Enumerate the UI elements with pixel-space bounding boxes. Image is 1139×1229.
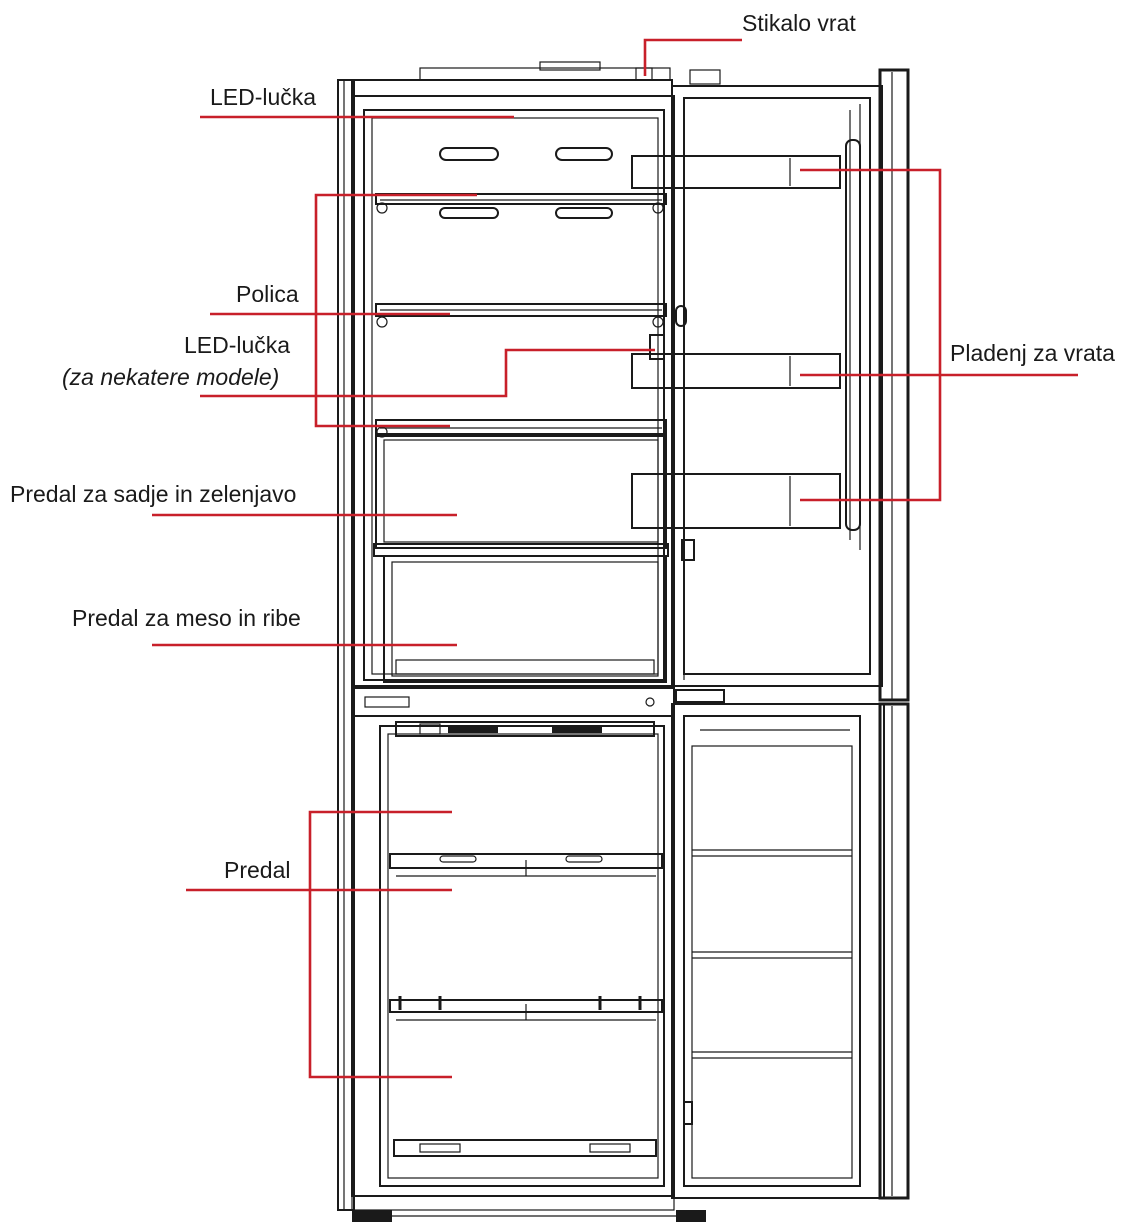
label-meat-drawer: Predal za meso in ribe — [72, 605, 301, 631]
label-crisper: Predal za sadje in zelenjavo — [10, 481, 296, 507]
label-led-mid-note: (za nekatere modele) — [62, 364, 279, 390]
label-freezer-drawer: Predal — [224, 857, 290, 883]
label-led-top: LED-lučka — [210, 84, 316, 110]
cabinet-outline — [338, 62, 720, 1222]
fridge-interior — [374, 148, 668, 682]
label-door-tray: Pladenj za vrata — [950, 340, 1115, 366]
label-shelf: Polica — [236, 281, 299, 307]
freezer-door — [672, 704, 908, 1198]
label-door-switch: Stikalo vrat — [742, 10, 856, 36]
freezer-drawers — [390, 722, 662, 1156]
label-led-mid: LED-lučka — [184, 332, 290, 358]
leader-lines — [152, 40, 1078, 1077]
